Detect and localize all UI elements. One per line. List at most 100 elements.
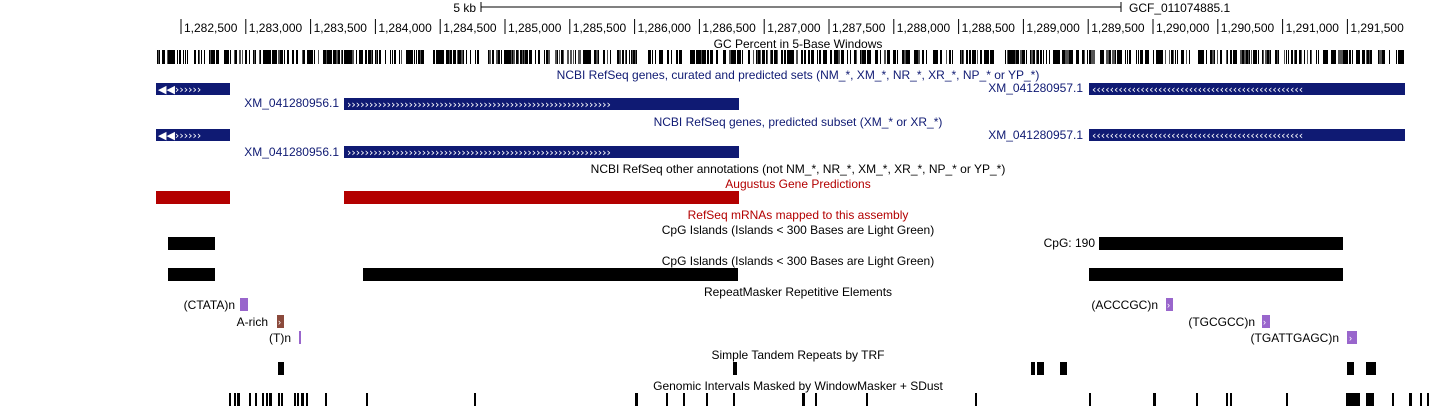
augustus-prediction[interactable]	[344, 191, 739, 204]
repeat-label[interactable]: (CTATA)n	[184, 298, 235, 312]
gc-percent-track[interactable]	[157, 50, 1404, 64]
cpg-island[interactable]	[1099, 237, 1343, 250]
gene-label-right[interactable]: XM_041280957.1	[988, 81, 1083, 95]
augustus-prediction[interactable]	[156, 191, 230, 204]
gc-bar	[371, 50, 372, 64]
masked-interval[interactable]	[1392, 393, 1394, 406]
repeat-label[interactable]: A-rich	[237, 315, 268, 329]
masked-interval[interactable]	[1420, 393, 1422, 406]
cpg-island[interactable]	[168, 237, 215, 250]
gene-label-left[interactable]: XM_041280956.1	[244, 145, 339, 159]
repeat-label[interactable]: (T)n	[269, 331, 291, 345]
masked-interval[interactable]	[366, 393, 368, 406]
masked-interval[interactable]	[975, 393, 977, 406]
masked-interval[interactable]	[1230, 393, 1232, 406]
gc-bar	[270, 50, 271, 64]
masked-interval[interactable]	[234, 393, 236, 406]
cpg-island[interactable]	[1089, 268, 1343, 281]
masked-interval[interactable]	[297, 393, 299, 406]
refseq-predicted-track[interactable]: ◀◀›››››› XM_041280957.1 ‹‹‹‹‹‹‹‹‹‹‹‹‹‹‹‹…	[156, 128, 1405, 159]
gc-bar	[1248, 50, 1249, 64]
windowmasker-track[interactable]	[229, 393, 1429, 406]
trf-track[interactable]	[278, 362, 1376, 375]
masked-interval[interactable]	[474, 393, 476, 406]
masked-interval[interactable]	[1153, 393, 1156, 406]
masked-interval[interactable]	[281, 393, 283, 406]
masked-interval[interactable]	[1089, 393, 1091, 406]
gene-block-right[interactable]	[1089, 129, 1405, 141]
masked-interval[interactable]	[1366, 393, 1374, 406]
gc-bar	[724, 50, 726, 64]
masked-interval[interactable]	[1226, 393, 1228, 406]
strand-arrow: ›	[1263, 317, 1266, 327]
gene-label-right[interactable]: XM_041280957.1	[988, 128, 1083, 142]
masked-interval[interactable]	[1286, 393, 1288, 406]
gc-bar	[1198, 50, 1199, 64]
augustus-track[interactable]	[156, 191, 739, 204]
gc-bar	[179, 50, 180, 64]
masked-interval[interactable]	[278, 393, 280, 406]
masked-interval[interactable]	[301, 393, 304, 406]
cpg-track-2[interactable]	[168, 268, 1343, 281]
masked-interval[interactable]	[635, 393, 638, 406]
masked-interval[interactable]	[733, 393, 735, 406]
masked-interval[interactable]	[266, 393, 268, 406]
gc-bar	[603, 50, 605, 64]
repeat-label[interactable]: (TGCGCC)n	[1188, 315, 1255, 329]
gene-block[interactable]	[156, 83, 230, 95]
tandem-repeat[interactable]	[733, 362, 737, 375]
gene-block-right[interactable]	[1089, 83, 1405, 95]
masked-interval[interactable]	[683, 393, 685, 406]
gc-bar	[350, 50, 352, 64]
masked-interval[interactable]	[237, 393, 240, 406]
tandem-repeat[interactable]	[1347, 362, 1354, 375]
masked-interval[interactable]	[1409, 393, 1412, 406]
repeat-label[interactable]: (TGATTGAGC)n	[1251, 331, 1339, 345]
masked-interval[interactable]	[325, 393, 327, 406]
gc-bar	[255, 50, 256, 64]
repeat-element[interactable]	[1347, 331, 1357, 344]
repeat-element[interactable]	[1166, 298, 1173, 311]
refseq-all-track[interactable]: ◀◀›››››› XM_041280957.1 ‹‹‹‹‹‹‹‹‹‹‹‹‹‹‹‹…	[156, 81, 1405, 111]
masked-interval[interactable]	[1346, 393, 1360, 406]
repeatmasker-track[interactable]: (CTATA)n A-rich › (T)n (ACCCGC)n › (TGCG…	[184, 298, 1357, 345]
masked-interval[interactable]	[866, 393, 868, 406]
gene-block-left[interactable]	[344, 98, 739, 110]
repeat-element[interactable]	[299, 331, 301, 344]
masked-interval[interactable]	[269, 393, 272, 406]
repeat-element[interactable]	[240, 298, 248, 311]
masked-interval[interactable]	[1427, 393, 1429, 406]
masked-interval[interactable]	[802, 393, 805, 406]
masked-interval[interactable]	[1196, 393, 1198, 406]
masked-interval[interactable]	[249, 393, 251, 406]
tandem-repeat[interactable]	[278, 362, 284, 375]
repeat-label[interactable]: (ACCCGC)n	[1091, 298, 1158, 312]
cpg-track-1[interactable]: CpG: 190	[168, 236, 1343, 250]
masked-interval[interactable]	[306, 393, 308, 406]
gc-bar	[1089, 50, 1090, 64]
masked-interval[interactable]	[294, 393, 296, 406]
masked-interval[interactable]	[255, 393, 257, 406]
tandem-repeat[interactable]	[1060, 362, 1067, 375]
masked-interval[interactable]	[666, 393, 668, 406]
repeat-element[interactable]	[1262, 315, 1270, 328]
cpg-island[interactable]	[168, 268, 215, 281]
cpg-island[interactable]	[363, 268, 738, 281]
masked-interval[interactable]	[229, 393, 231, 406]
gc-bar	[525, 50, 527, 64]
tandem-repeat[interactable]	[1031, 362, 1035, 375]
tandem-repeat[interactable]	[1366, 362, 1376, 375]
masked-interval[interactable]	[815, 393, 817, 406]
gene-block-left[interactable]	[344, 146, 739, 158]
gc-bar	[359, 50, 361, 64]
tandem-repeat[interactable]	[1037, 362, 1044, 375]
gene-label-left[interactable]: XM_041280956.1	[244, 96, 339, 110]
cpg-island-label[interactable]: CpG: 190	[1044, 236, 1096, 250]
masked-interval[interactable]	[262, 393, 264, 406]
gc-bar	[331, 50, 332, 64]
repeat-element[interactable]	[277, 315, 284, 328]
masked-interval[interactable]	[706, 393, 708, 406]
gene-block[interactable]	[156, 129, 230, 141]
